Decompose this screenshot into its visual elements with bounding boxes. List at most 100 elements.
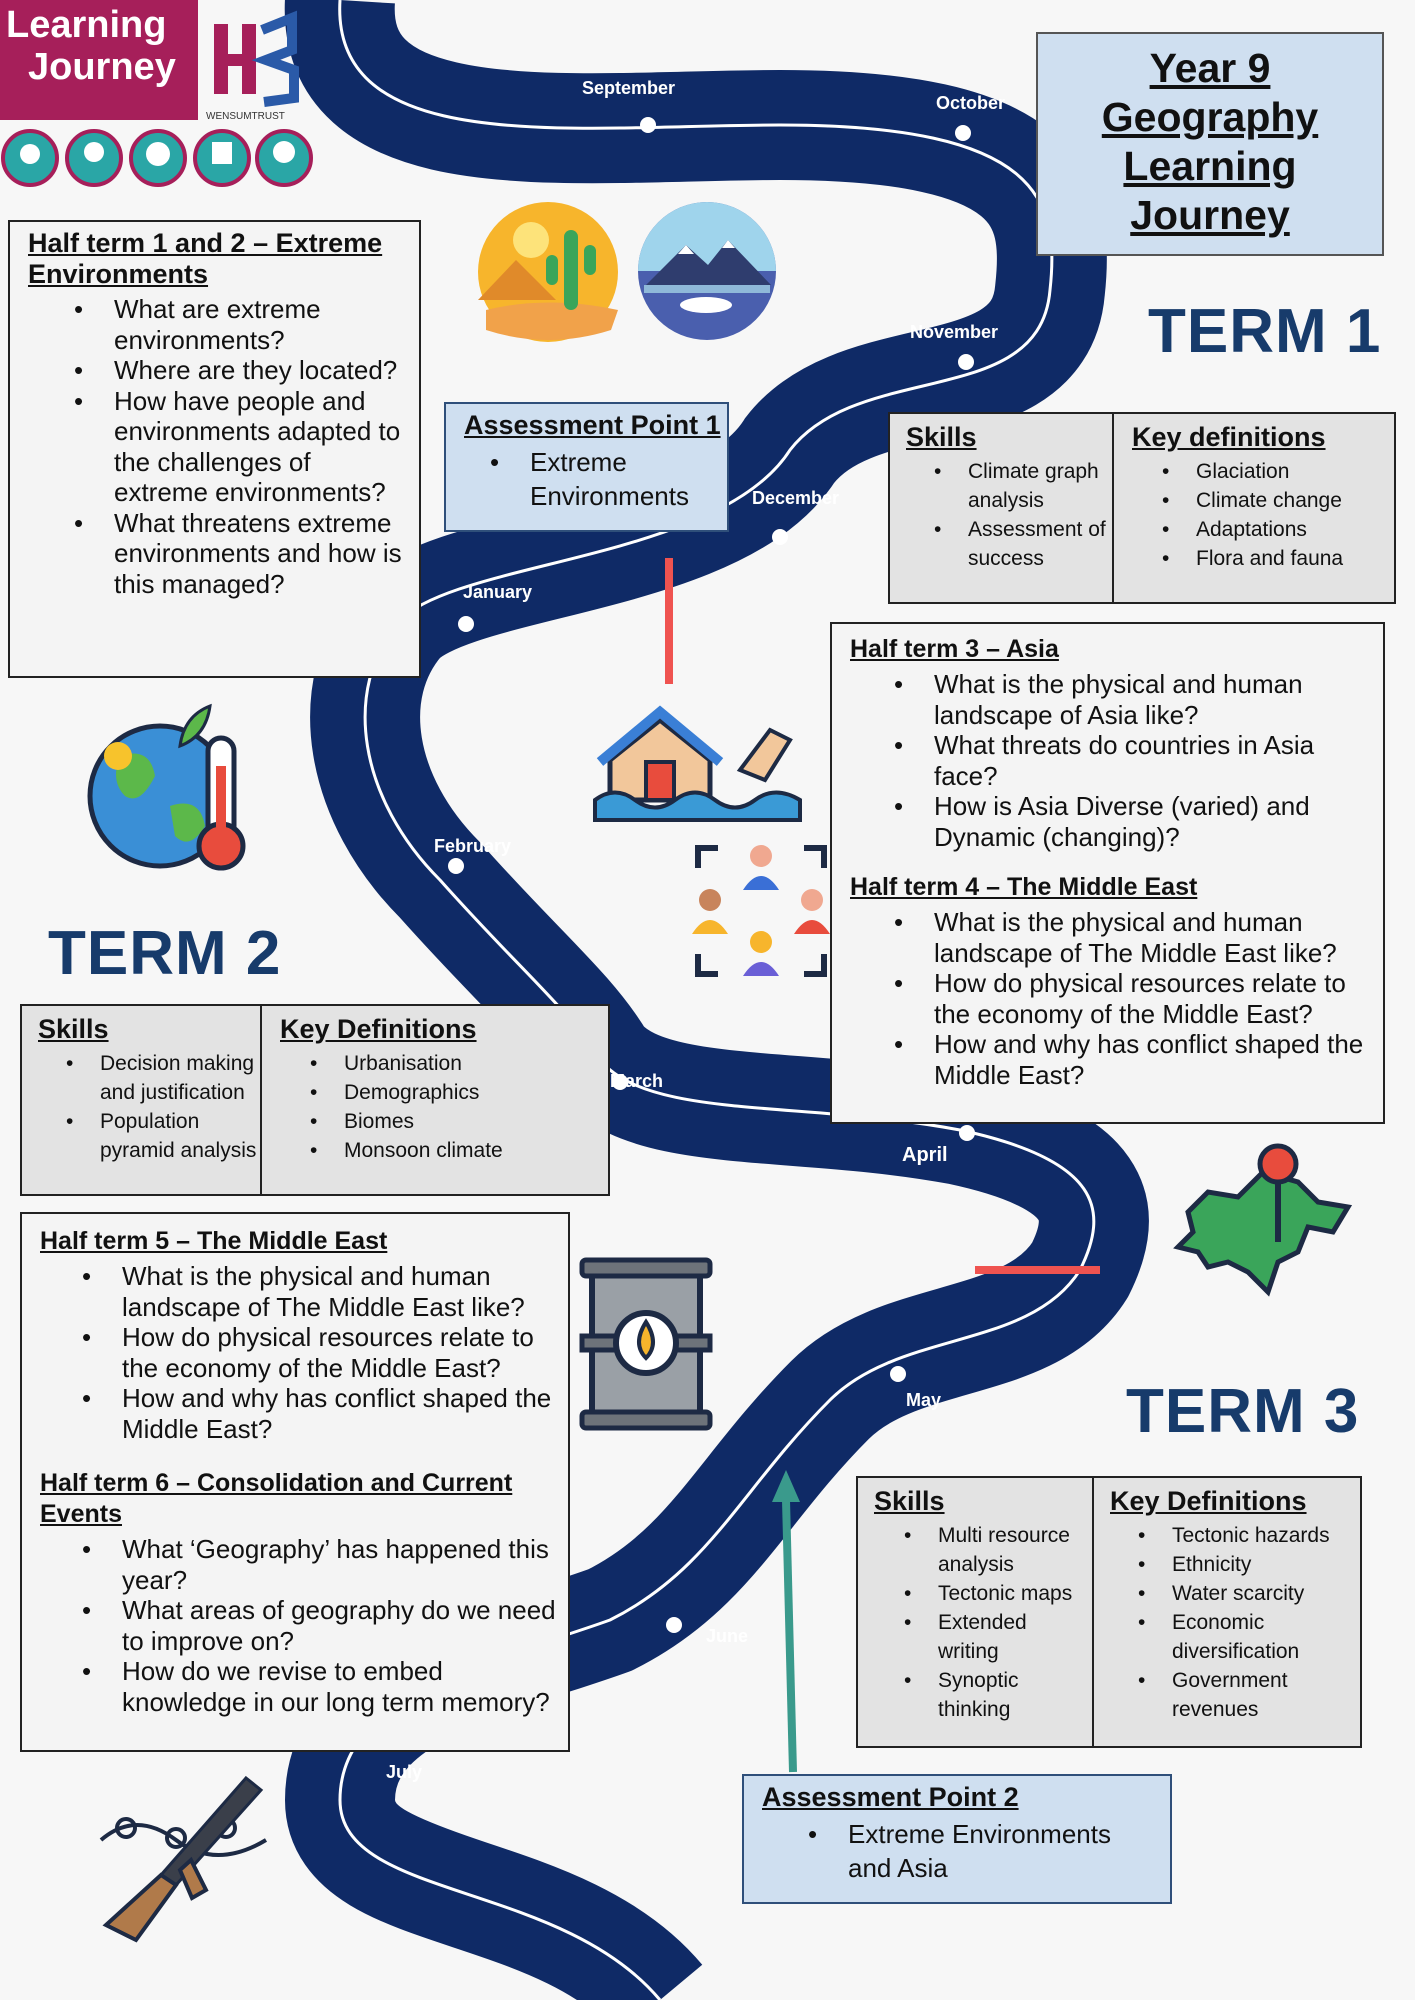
list-item: What threatens extreme environments and …	[74, 508, 403, 600]
list-item: Population pyramid analysis	[66, 1107, 260, 1165]
half-term-1-2-box: Half term 1 and 2 – Extreme Environments…	[8, 220, 421, 678]
oil-barrel-icon	[579, 1257, 713, 1431]
month-september: September	[582, 78, 676, 98]
assessment-point-1-title: Assessment Point 1	[464, 410, 721, 440]
list-item: Multi resource analysis	[904, 1521, 1086, 1579]
half-term-6-title-2: Events	[40, 1500, 122, 1528]
assessment-point-1-box: Assessment Point 1 Extreme Environments	[444, 402, 729, 532]
term-3-skills-list: Multi resource analysis Tectonic maps Ex…	[874, 1521, 1092, 1724]
list-item: Decision making and justification	[66, 1049, 260, 1107]
title-line-1: Year 9	[1149, 45, 1271, 91]
assessment-point-2-list: Extreme Environments and Asia	[762, 1817, 1170, 1885]
list-item: Climate graph analysis	[934, 457, 1112, 515]
wensum-logo-icon	[214, 10, 299, 107]
list-item: Synoptic thinking	[904, 1666, 1086, 1724]
title-line-3: Learning	[1123, 143, 1297, 189]
list-item: Biomes	[310, 1107, 608, 1136]
month-february: February	[434, 836, 512, 856]
list-item: What threats do countries in Asia face?	[894, 730, 1367, 791]
term-3-skills-definitions: Skills Multi resource analysis Tectonic …	[856, 1476, 1362, 1748]
trust-name: WENSUMTRUST	[206, 111, 285, 122]
term-3-skills-title: Skills	[874, 1486, 945, 1516]
list-item: What areas of geography do we need to im…	[82, 1595, 558, 1656]
half-term-5-title: Half term 5 – The Middle East	[40, 1227, 388, 1255]
list-item: Extended writing	[904, 1608, 1086, 1666]
month-january: January	[463, 582, 533, 602]
list-item: Extreme Environments and Asia	[808, 1817, 1130, 1885]
list-item: Urbanisation	[310, 1049, 608, 1078]
term-2-definitions-title: Key Definitions	[280, 1014, 477, 1044]
assessment-point-2-title: Assessment Point 2	[762, 1782, 1019, 1812]
term-2-skills: Skills Decision making and justification…	[22, 1006, 262, 1194]
half-term-6-title: Half term 6 – Consolidation and Current	[40, 1469, 513, 1497]
month-october: October	[936, 93, 1006, 113]
list-item: How and why has conflict shaped the Midd…	[82, 1383, 558, 1444]
half-term-4-list: What is the physical and human landscape…	[850, 907, 1367, 1090]
month-june: June	[706, 1626, 749, 1646]
term-1-skills-list: Climate graph analysis Assessment of suc…	[906, 457, 1112, 573]
list-item: Monsoon climate	[310, 1136, 608, 1165]
term-3-definitions-list: Tectonic hazards Ethnicity Water scarcit…	[1110, 1521, 1360, 1724]
list-item: What ‘Geography’ has happened this year?	[82, 1534, 558, 1595]
term-2-definitions-list: Urbanisation Demographics Biomes Monsoon…	[280, 1049, 608, 1165]
list-item: Climate change	[1162, 486, 1394, 515]
list-item: Demographics	[310, 1078, 608, 1107]
logo-line2: Journey	[28, 46, 176, 88]
month-november: November	[910, 322, 999, 342]
month-december: December	[752, 488, 840, 508]
assessment-point-2-box: Assessment Point 2 Extreme Environments …	[742, 1774, 1172, 1904]
term-2-skills-title: Skills	[38, 1014, 109, 1044]
logo-line1: Learning	[6, 4, 167, 46]
desert-icon	[478, 202, 618, 342]
list-item: Adaptations	[1162, 515, 1394, 544]
half-term-1-2-title-2: Environments	[28, 259, 209, 289]
half-term-3-title: Half term 3 – Asia	[850, 635, 1059, 663]
list-item: Assessment of success	[934, 515, 1112, 573]
conflict-rifle-icon	[99, 1775, 268, 1943]
title-line-4: Journey	[1130, 192, 1290, 238]
list-item: How do physical resources relate to the …	[82, 1322, 558, 1383]
month-april: April	[902, 1144, 948, 1166]
half-term-3-4-box: Half term 3 – Asia What is the physical …	[830, 622, 1385, 1124]
list-item: How do we revise to embed knowledge in o…	[82, 1656, 558, 1717]
flood-icon	[593, 705, 802, 822]
list-item: How is Asia Diverse (varied) and Dynamic…	[894, 791, 1367, 852]
month-july: July	[386, 1762, 423, 1782]
term-2-skills-definitions: Skills Decision making and justification…	[20, 1004, 610, 1196]
term-1-definitions-list: Glaciation Climate change Adaptations Fl…	[1132, 457, 1394, 573]
term-2-skills-list: Decision making and justification Popula…	[38, 1049, 260, 1165]
term-3-label: TERM 3	[1126, 1377, 1360, 1446]
term-1-definitions: Key definitions Glaciation Climate chang…	[1114, 414, 1394, 602]
values-icons-row	[0, 126, 320, 190]
list-item: Glaciation	[1162, 457, 1394, 486]
list-item: Government revenues	[1138, 1666, 1354, 1724]
term-1-skills-definitions: Skills Climate graph analysis Assessment…	[888, 412, 1396, 604]
title-box: Year 9 Geography Learning Journey	[1036, 32, 1384, 256]
half-term-6-list: What ‘Geography’ has happened this year?…	[40, 1534, 558, 1717]
term-3-definitions-title: Key Definitions	[1110, 1486, 1307, 1516]
list-item: What are extreme environments?	[74, 294, 403, 355]
assessment-point-1-list: Extreme Environments	[464, 445, 727, 513]
term-1-skills-title: Skills	[906, 422, 977, 452]
half-term-3-list: What is the physical and human landscape…	[850, 669, 1367, 852]
list-item: Ethnicity	[1138, 1550, 1354, 1579]
title-line-2: Geography	[1101, 94, 1319, 140]
month-march: March	[610, 1071, 664, 1091]
list-item: How have people and environments adapted…	[74, 386, 403, 508]
half-term-4-title: Half term 4 – The Middle East	[850, 873, 1198, 901]
wensum-trust-logo: WENSUMTRUST	[206, 10, 302, 122]
list-item: What is the physical and human landscape…	[894, 907, 1367, 968]
list-item: Where are they located?	[74, 355, 403, 386]
half-term-5-list: What is the physical and human landscape…	[40, 1261, 558, 1444]
half-term-1-2-list: What are extreme environments? Where are…	[28, 294, 419, 599]
term-1-skills: Skills Climate graph analysis Assessment…	[890, 414, 1114, 602]
month-may: May	[906, 1390, 942, 1410]
term-3-definitions: Key Definitions Tectonic hazards Ethnici…	[1094, 1478, 1360, 1746]
month-dots	[448, 117, 975, 1633]
list-item: How and why has conflict shaped the Midd…	[894, 1029, 1367, 1090]
list-item: Extreme Environments	[490, 445, 727, 513]
list-item: What is the physical and human landscape…	[894, 669, 1367, 730]
learning-journey-logo: Learning Journey	[0, 0, 198, 120]
list-item: Tectonic hazards	[1138, 1521, 1354, 1550]
term-2-label: TERM 2	[48, 919, 282, 988]
